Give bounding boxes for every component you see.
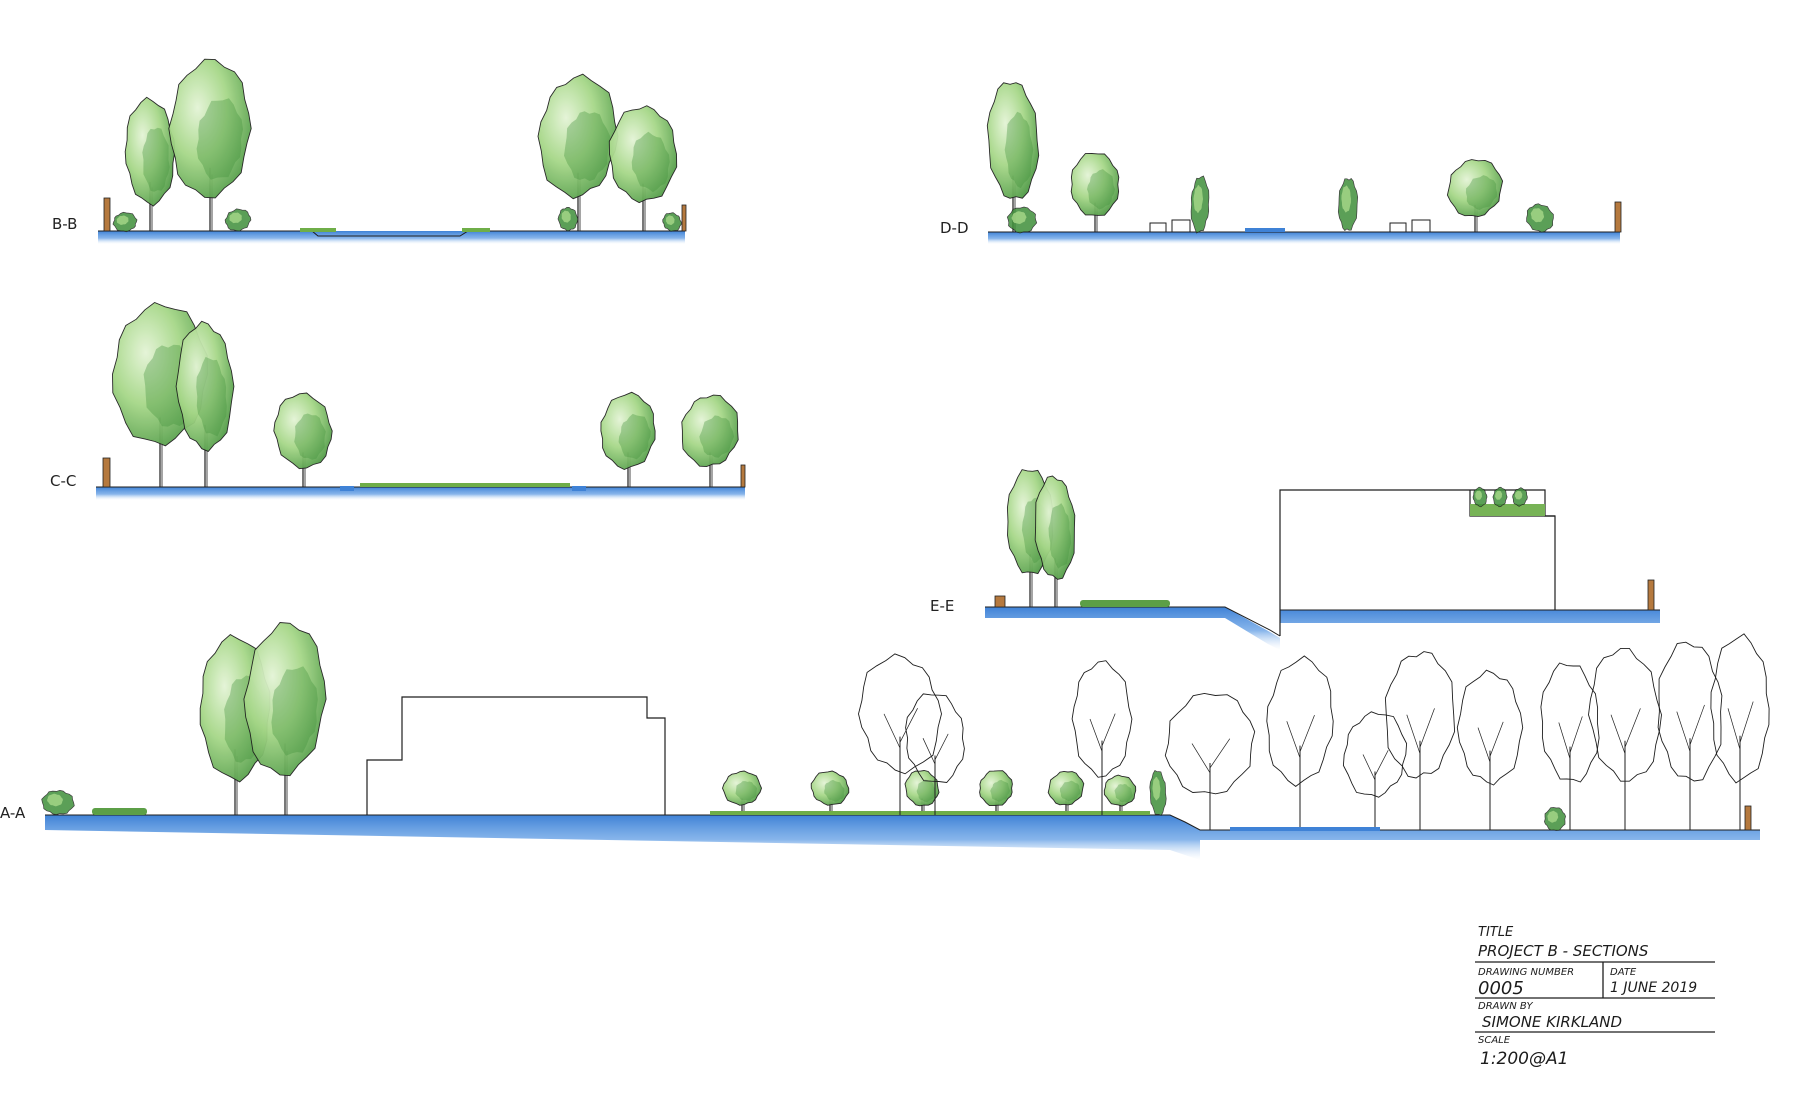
outline-tree-icon	[1164, 692, 1256, 830]
timber-post-icon	[102, 457, 111, 488]
shrub-icon	[1544, 807, 1566, 831]
watercolour-tree-icon	[904, 770, 940, 815]
bench-icon	[1389, 219, 1431, 233]
drawing-number: 0005	[1478, 978, 1524, 999]
ground-strip	[98, 230, 685, 244]
date-heading: DATE	[1610, 967, 1637, 978]
timber-post-icon	[681, 204, 687, 232]
section-label-e-e: E-E	[930, 597, 954, 615]
watercolour-tree-icon	[1446, 159, 1504, 232]
grass-strip	[462, 228, 490, 232]
watercolour-tree-icon	[1047, 770, 1085, 815]
shrub-icon	[1149, 770, 1167, 816]
drawing-title: PROJECT B - SECTIONS	[1478, 942, 1649, 960]
drawing-scale: 1:200@A1	[1480, 1049, 1568, 1069]
watercolour-tree-icon	[1034, 475, 1076, 607]
drawing-date: 1 JUNE 2019	[1610, 980, 1697, 996]
planting-bed	[1080, 600, 1170, 607]
shrub-icon	[1190, 175, 1210, 234]
ground-strip	[45, 814, 1760, 860]
watercolour-tree-icon	[722, 770, 762, 815]
grass-strip	[360, 483, 570, 487]
shrub-icon	[1512, 487, 1528, 507]
scale-heading: SCALE	[1478, 1035, 1511, 1046]
outline-tree-icon	[1657, 641, 1723, 830]
watercolour-tree-icon	[681, 394, 739, 487]
section-label-d-d: D-D	[940, 219, 969, 237]
watercolour-tree-icon	[124, 96, 176, 231]
watercolour-tree-icon	[243, 622, 327, 815]
shrub-icon	[557, 206, 579, 232]
section-c-c: C-C	[50, 301, 746, 500]
timber-post-icon	[1744, 805, 1752, 831]
building-outline	[366, 696, 666, 815]
bench-icon	[1149, 219, 1191, 233]
drawing-number-heading: DRAWING NUMBER	[1478, 967, 1574, 978]
water-channel	[340, 486, 354, 491]
shrub-icon	[1472, 486, 1488, 508]
watercolour-tree-icon	[608, 105, 678, 231]
shrub-icon	[224, 208, 252, 232]
planting-bed	[92, 808, 147, 815]
section-b-b: B-B	[52, 58, 687, 244]
outline-tree-icon	[1384, 651, 1456, 830]
timber-post-icon	[994, 595, 1006, 608]
drawn-by: SIMONE KIRKLAND	[1482, 1013, 1622, 1031]
shrub-icon	[1526, 203, 1554, 233]
outline-tree-icon	[858, 653, 942, 815]
section-label-c-c: C-C	[50, 472, 76, 490]
outline-tree-icon	[1071, 660, 1133, 815]
outline-tree-icon	[1266, 655, 1334, 830]
watercolour-tree-icon	[1070, 153, 1120, 232]
outline-tree-icon	[1342, 711, 1408, 830]
section-a-a: A-A	[0, 622, 1770, 860]
section-e-e: E-E	[930, 469, 1660, 650]
outline-tree-icon	[1710, 633, 1770, 830]
watercolour-tree-icon	[810, 770, 850, 815]
shrub-icon	[1492, 486, 1508, 508]
outline-tree-icon	[1588, 647, 1662, 830]
watercolour-tree-icon	[537, 73, 619, 231]
timber-post-icon	[103, 197, 111, 232]
water-channel	[1230, 827, 1380, 831]
watercolour-tree-icon	[175, 320, 235, 487]
ground-strip	[988, 231, 1620, 244]
outline-tree-icon	[1540, 662, 1600, 830]
watercolour-tree-icon	[600, 391, 656, 487]
title-heading: TITLE	[1478, 925, 1514, 940]
title-block: TITLE PROJECT B - SECTIONS DRAWING NUMBE…	[1475, 925, 1715, 1069]
shrub-icon	[662, 212, 682, 232]
timber-post-icon	[1614, 201, 1622, 233]
water-channel	[1245, 228, 1285, 232]
section-label-b-b: B-B	[52, 215, 77, 233]
ground-strip	[985, 606, 1660, 650]
water-channel	[572, 486, 586, 491]
drawn-by-heading: DRAWN BY	[1478, 1001, 1534, 1012]
outline-tree-icon	[1456, 669, 1524, 830]
watercolour-tree-icon	[273, 392, 333, 487]
grass-strip	[710, 811, 1150, 815]
grass-strip	[300, 228, 336, 232]
watercolour-tree-icon	[979, 770, 1013, 815]
shrub-icon	[1006, 206, 1038, 234]
watercolour-tree-icon	[1103, 774, 1137, 815]
roof-garden	[1470, 486, 1545, 516]
watercolour-tree-icon	[168, 58, 252, 231]
outline-tree-icon	[905, 693, 965, 815]
shrub-icon	[112, 211, 138, 233]
timber-post-icon	[1647, 579, 1655, 611]
timber-post-icon	[740, 464, 746, 488]
shrub-icon	[41, 790, 75, 815]
section-label-a-a: A-A	[0, 804, 26, 822]
ground-strip	[96, 486, 745, 500]
shrub-icon	[1337, 178, 1359, 231]
section-d-d: D-D	[940, 82, 1622, 244]
